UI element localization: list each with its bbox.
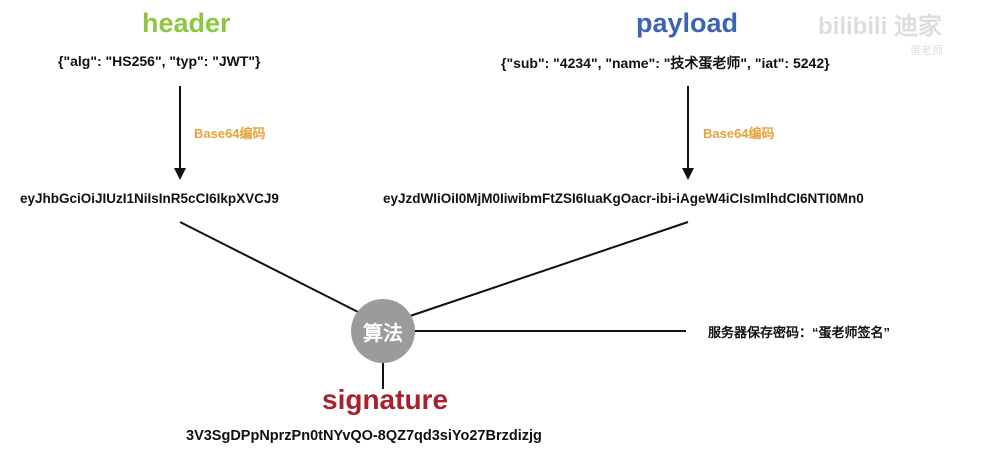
server-key-text: 服务器保存密码：“蛋老师签名”	[708, 325, 891, 340]
header-to-algorithm-line	[179, 221, 363, 315]
watermark-sub: 蛋老师	[910, 45, 943, 57]
algorithm-node: 算法	[351, 299, 415, 363]
watermark-text: bilibili 迪家	[818, 13, 942, 40]
header-encoded: eyJhbGciOiJIUzI1NiIsInR5cCI6IkpXVCJ9	[20, 191, 279, 206]
algorithm-label: 算法	[363, 322, 403, 345]
watermark-logo: bilibili 迪家 蛋老师	[818, 6, 968, 64]
header-encode-label: Base64编码	[194, 126, 266, 141]
header-arrowhead	[174, 168, 186, 180]
signature-title: signature	[322, 384, 449, 415]
header-title: header	[142, 8, 231, 38]
payload-encode-label: Base64编码	[703, 126, 775, 141]
payload-encoded: eyJzdWIiOiI0MjM0IiwibmFtZSI6IuaKgOacr-ib…	[383, 191, 864, 206]
payload-json: {"sub": "4234", "name": "技术蛋老师", "iat": …	[501, 55, 830, 71]
payload-title: payload	[636, 8, 739, 38]
signature-value: 3V3SgDPpNprzPn0tNYvQO-8QZ7qd3siYo27Brzdi…	[186, 428, 542, 444]
payload-arrowhead	[682, 168, 694, 180]
payload-to-algorithm-line	[409, 221, 689, 317]
header-json: {"alg": "HS256", "typ": "JWT"}	[58, 53, 261, 69]
